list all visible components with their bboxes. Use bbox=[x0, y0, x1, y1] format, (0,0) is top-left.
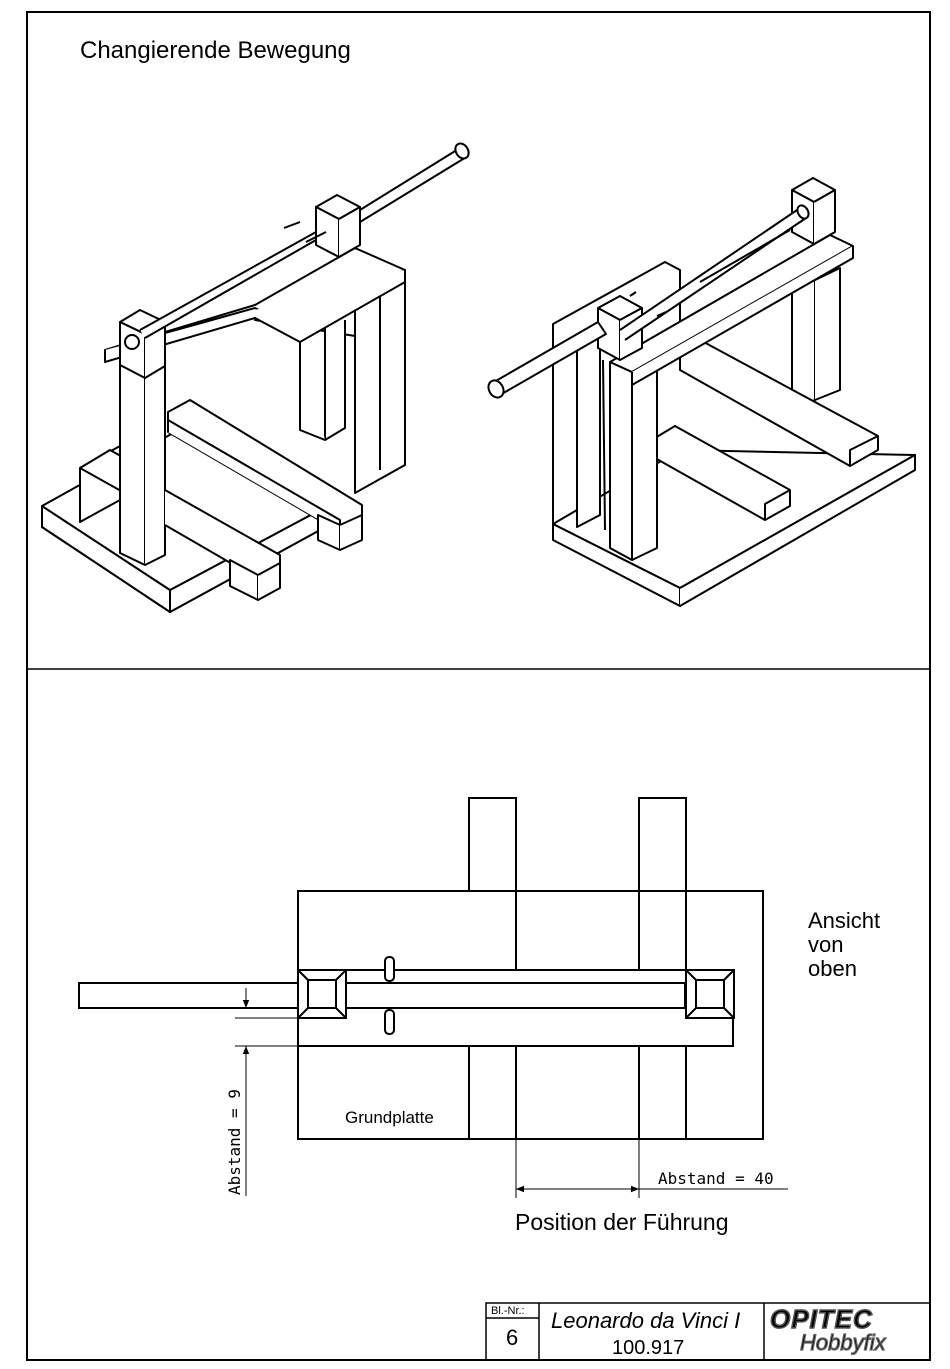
pin-upper bbox=[385, 957, 394, 981]
rod bbox=[79, 983, 685, 1008]
view-label-line2: von bbox=[808, 932, 843, 957]
dimension-horizontal-label: Abstand = 40 bbox=[658, 1169, 774, 1188]
svg-text:Hobbyfix: Hobbyfix bbox=[800, 1330, 887, 1355]
sheet-number: 6 bbox=[506, 1325, 518, 1350]
project-name: Leonardo da Vinci I bbox=[551, 1308, 740, 1333]
base-plate-label: Grundplatte bbox=[345, 1108, 434, 1127]
isometric-view-left bbox=[42, 141, 471, 612]
isometric-view-right bbox=[485, 178, 915, 606]
slat-right-top bbox=[639, 798, 686, 891]
sheet-number-label: Bl.-Nr.: bbox=[491, 1305, 525, 1317]
page-title: Changierende Bewegung bbox=[80, 37, 351, 64]
slat-left-top bbox=[469, 798, 516, 891]
pin-lower bbox=[385, 1010, 394, 1034]
view-label-line1: Ansicht bbox=[808, 908, 880, 933]
top-view-caption: Position der Führung bbox=[515, 1209, 729, 1235]
view-label-line3: oben bbox=[808, 956, 857, 981]
top-view-drawing bbox=[79, 798, 763, 1139]
article-number: 100.917 bbox=[612, 1337, 684, 1359]
dimension-vertical-label: Abstand = 9 bbox=[225, 1089, 244, 1195]
opitec-logo: OPITEC Hobbyfix bbox=[770, 1304, 887, 1355]
dimension-vertical bbox=[235, 988, 298, 1196]
